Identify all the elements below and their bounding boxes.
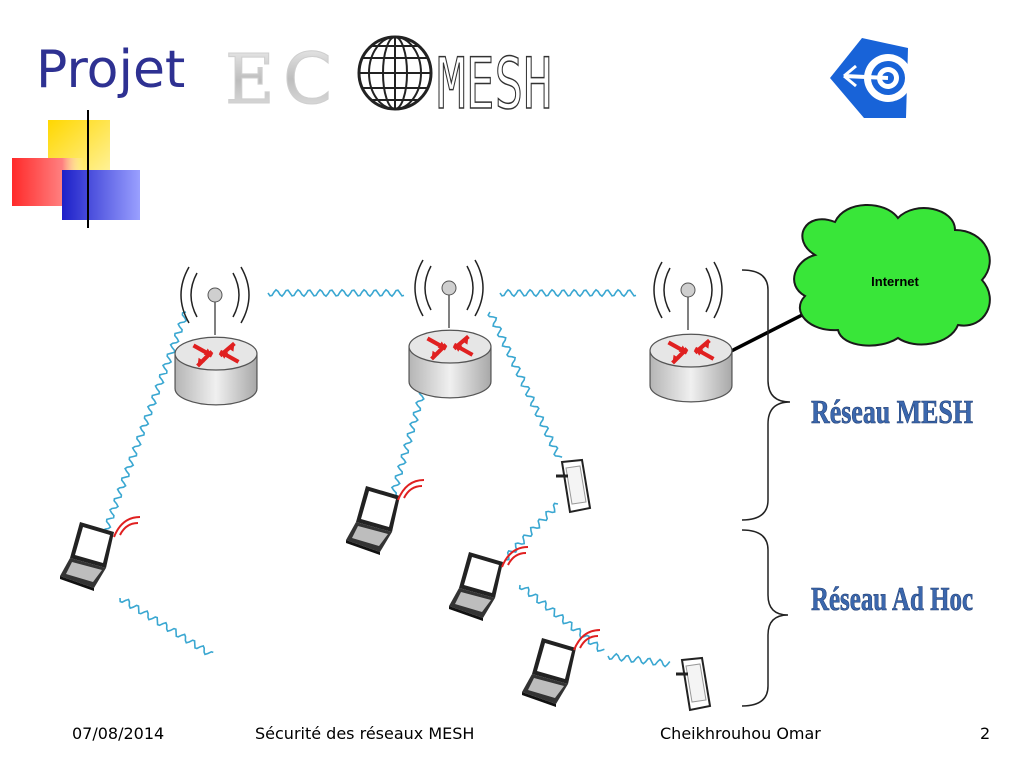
- tablet-icon: [676, 656, 712, 712]
- adhoc-brace: [741, 529, 789, 707]
- signal-icon: [501, 546, 529, 568]
- adhoc-network-label: Réseau Ad Hoc: [811, 581, 973, 618]
- decorative-header-bar: [12, 110, 1000, 228]
- antenna-icon: [653, 261, 723, 330]
- slide-title: Projet: [36, 40, 186, 100]
- router-icon: [409, 330, 491, 398]
- wireless-wave: [119, 597, 214, 656]
- antenna-icon: [414, 259, 484, 328]
- laptop-icon: [449, 552, 503, 621]
- mesh-brace: [741, 269, 791, 521]
- wireless-wave: [607, 652, 671, 668]
- signal-icon: [113, 516, 141, 538]
- wireless-wave: [267, 288, 405, 298]
- logo-word-mesh: MESH: [437, 43, 552, 113]
- antenna-icon: [180, 266, 250, 335]
- logo-letter-c: C: [283, 38, 332, 113]
- wireless-wave: [518, 584, 605, 653]
- laptop-icon: [346, 486, 400, 555]
- cloud-label: Internet: [871, 274, 919, 289]
- wireless-wave: [487, 311, 563, 458]
- target-arrow-icon: [830, 38, 912, 118]
- footer-date: 07/08/2014: [72, 724, 165, 743]
- signal-icon: [397, 479, 425, 501]
- router-icon: [650, 334, 732, 402]
- wireless-wave: [499, 288, 637, 298]
- router-icon: [175, 337, 257, 405]
- eco-mesh-logo: E C MESH: [225, 35, 553, 113]
- laptop-icon: [60, 522, 114, 591]
- cloud-icon: [793, 204, 991, 347]
- tablet-icon: [556, 458, 592, 514]
- wireless-wave: [506, 502, 559, 561]
- laptop-icon: [522, 638, 576, 707]
- signal-icon: [573, 629, 601, 651]
- globe-icon: [357, 35, 433, 111]
- footer-title: Sécurité des réseaux MESH: [255, 724, 475, 743]
- footer-author: Cheikhrouhou Omar: [660, 724, 821, 743]
- footer-page-number: 2: [980, 724, 991, 743]
- mesh-network-label: Réseau MESH: [811, 394, 973, 431]
- wireless-wave: [104, 311, 188, 530]
- logo-letter-e: E: [225, 41, 275, 113]
